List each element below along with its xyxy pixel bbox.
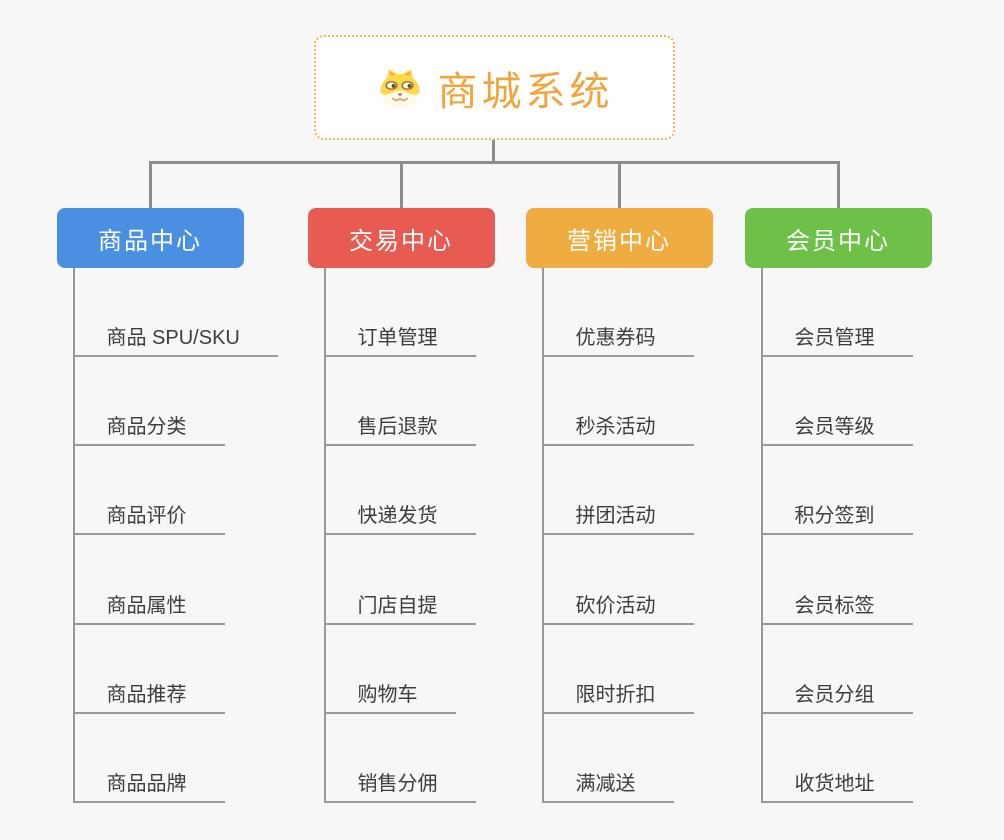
leaf-item-product-center-5[interactable]: 商品推荐 — [72, 685, 225, 714]
leaf-item-trade-center-5[interactable]: 购物车 — [323, 685, 456, 714]
leaf-item-marketing-center-3[interactable]: 拼团活动 — [541, 506, 694, 536]
leaf-item-product-center-2[interactable]: 商品分类 — [72, 417, 225, 447]
leaf-item-member-center-4[interactable]: 会员标签 — [760, 596, 913, 625]
connector-root-stem — [491, 140, 495, 164]
branch-child-line — [760, 268, 763, 803]
leaf-item-marketing-center-2[interactable]: 秒杀活动 — [541, 417, 694, 447]
leaf-item-marketing-center-1[interactable]: 优惠券码 — [541, 328, 694, 357]
branch-node-member-center[interactable]: 会员中心 — [744, 208, 932, 268]
leaf-item-trade-center-1[interactable]: 订单管理 — [323, 328, 476, 357]
leaf-item-member-center-1[interactable]: 会员管理 — [760, 328, 913, 357]
connector-horizontal-bar — [148, 161, 840, 164]
leaf-item-marketing-center-5[interactable]: 限时折扣 — [541, 685, 694, 714]
branch-node-trade-center[interactable]: 交易中心 — [307, 208, 495, 268]
leaf-item-product-center-4[interactable]: 商品属性 — [72, 596, 225, 625]
connector-drop — [399, 164, 403, 208]
leaf-item-trade-center-3[interactable]: 快递发货 — [323, 506, 476, 536]
connector-drop — [836, 164, 840, 208]
branch-child-line — [323, 268, 326, 803]
leaf-item-trade-center-6[interactable]: 销售分佣 — [323, 774, 476, 803]
leaf-item-member-center-5[interactable]: 会员分组 — [760, 685, 913, 714]
branch-node-marketing-center[interactable]: 营销中心 — [525, 208, 713, 268]
connector-drop — [148, 164, 152, 208]
leaf-item-product-center-1[interactable]: 商品 SPU/SKU — [72, 328, 278, 357]
leaf-item-product-center-6[interactable]: 商品品牌 — [72, 774, 225, 803]
branch-node-product-center[interactable]: 商品中心 — [56, 208, 244, 268]
branch-label: 营销中心 — [567, 227, 671, 255]
leaf-item-trade-center-4[interactable]: 门店自提 — [323, 596, 476, 625]
branch-child-line — [541, 268, 544, 803]
leaf-item-member-center-2[interactable]: 会员等级 — [760, 417, 913, 447]
dog-face-icon — [379, 68, 420, 109]
branch-child-line — [72, 268, 75, 803]
leaf-item-marketing-center-6[interactable]: 满减送 — [541, 774, 674, 803]
leaf-item-marketing-center-4[interactable]: 砍价活动 — [541, 596, 694, 625]
leaf-item-product-center-3[interactable]: 商品评价 — [72, 506, 225, 536]
connector-drop — [617, 164, 621, 208]
branch-label: 商品中心 — [98, 227, 202, 255]
root-node[interactable]: 商城系统 — [314, 35, 675, 140]
root-title: 商城系统 — [437, 69, 614, 114]
leaf-item-member-center-6[interactable]: 收货地址 — [760, 774, 913, 803]
branch-label: 会员中心 — [786, 227, 890, 255]
branch-label: 交易中心 — [349, 227, 453, 255]
leaf-item-trade-center-2[interactable]: 售后退款 — [323, 417, 476, 447]
leaf-item-member-center-3[interactable]: 积分签到 — [760, 506, 913, 536]
